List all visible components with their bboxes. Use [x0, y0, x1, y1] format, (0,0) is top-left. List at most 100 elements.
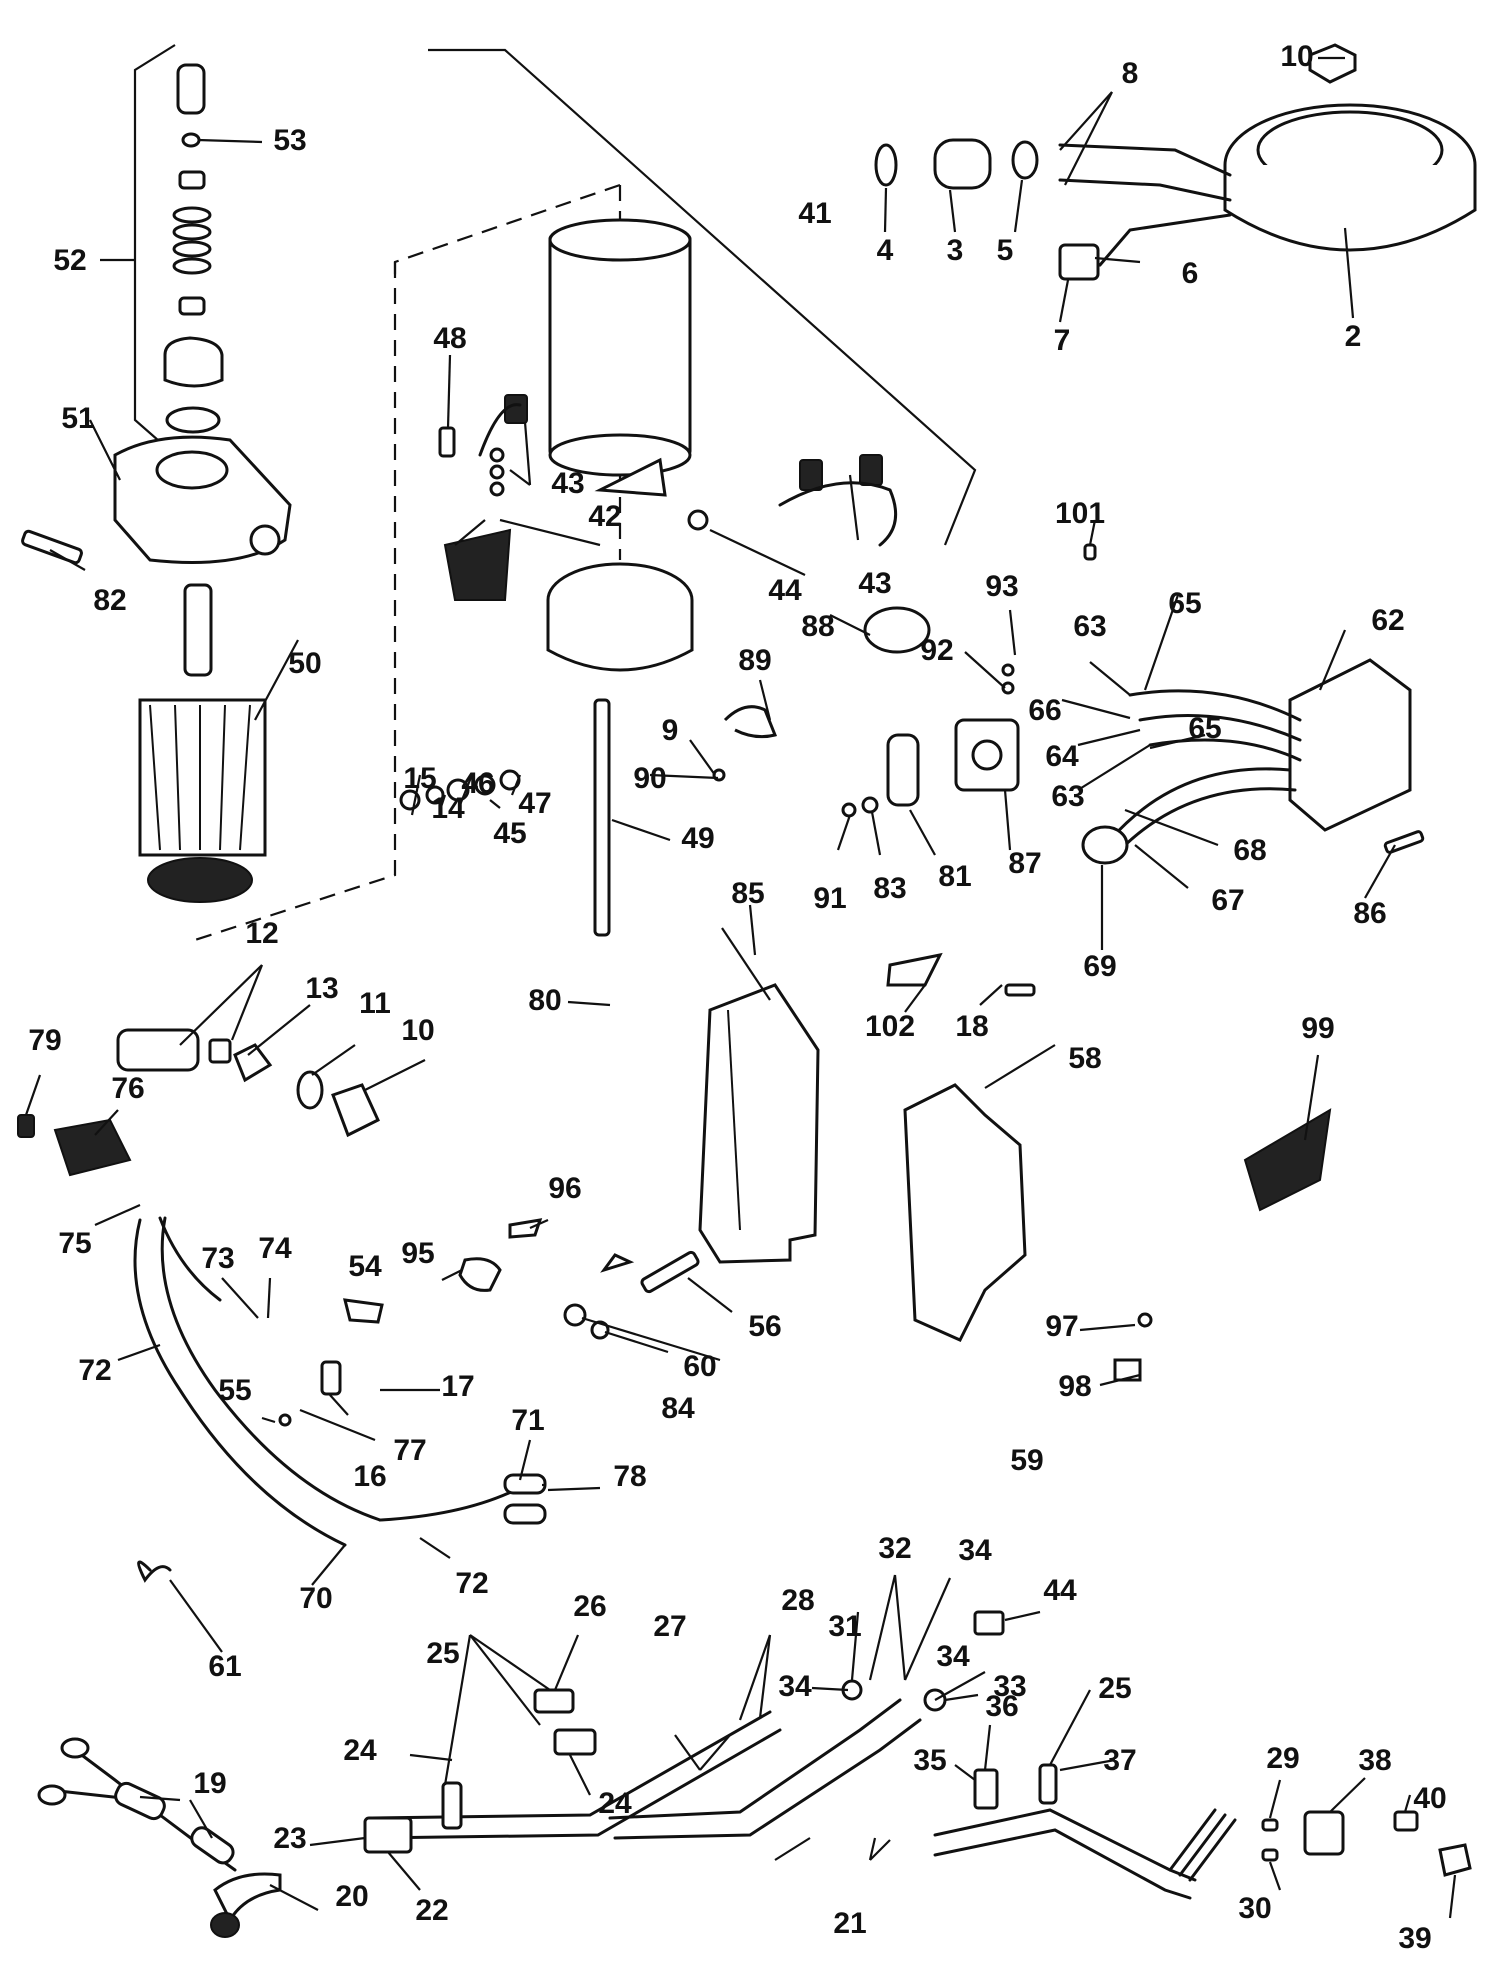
- callout-labels: 2 3 4 5 6 7 8 9 10 10 11 12 13 14 15 16 …: [28, 40, 1446, 1955]
- callout-6: 6: [1182, 257, 1199, 290]
- callout-4: 4: [877, 234, 894, 267]
- callout-42: 42: [588, 500, 621, 533]
- callout-14: 14: [431, 792, 465, 825]
- callout-34-left: 34: [778, 1670, 812, 1703]
- callout-44-top: 44: [768, 574, 802, 607]
- stator-group: [874, 43, 1477, 281]
- callout-50: 50: [288, 647, 321, 680]
- callout-98: 98: [1058, 1370, 1091, 1403]
- callout-72-right: 72: [455, 1567, 488, 1600]
- callout-47: 47: [518, 787, 551, 820]
- callout-24-left: 24: [343, 1734, 377, 1767]
- callout-72-left: 72: [78, 1354, 111, 1387]
- leader-lines: [24, 56, 1457, 1919]
- callout-64: 64: [1045, 740, 1079, 773]
- callout-63-top: 63: [1073, 610, 1106, 643]
- callout-76: 76: [111, 1072, 144, 1105]
- callout-92: 92: [920, 634, 953, 667]
- callout-18: 18: [955, 1010, 988, 1043]
- callout-53: 53: [273, 124, 306, 157]
- callout-68: 68: [1233, 834, 1266, 867]
- callout-65-right: 65: [1188, 712, 1221, 745]
- callout-67: 67: [1211, 884, 1244, 917]
- callout-24-right: 24: [598, 1787, 632, 1820]
- main-harness-group: [37, 1610, 1472, 1938]
- callout-77: 77: [393, 1434, 426, 1467]
- callout-58: 58: [1068, 1042, 1101, 1075]
- callout-95: 95: [401, 1237, 434, 1270]
- callout-63-bottom: 63: [1051, 780, 1084, 813]
- callout-27: 27: [653, 1610, 686, 1643]
- callout-81: 81: [938, 860, 971, 893]
- callout-23: 23: [273, 1822, 306, 1855]
- callout-82: 82: [93, 584, 126, 617]
- callout-96: 96: [548, 1172, 581, 1205]
- callout-45: 45: [493, 817, 526, 850]
- callout-40: 40: [1413, 1782, 1446, 1815]
- callout-10-nut: 10: [401, 1014, 434, 1047]
- callout-86: 86: [1353, 897, 1386, 930]
- callout-29: 29: [1266, 1742, 1299, 1775]
- callout-17: 17: [441, 1370, 474, 1403]
- callout-91: 91: [813, 882, 846, 915]
- callout-87: 87: [1008, 847, 1041, 880]
- callout-46: 46: [461, 767, 494, 800]
- callout-102: 102: [865, 1010, 915, 1043]
- callout-73: 73: [201, 1242, 234, 1275]
- callout-88: 88: [801, 610, 834, 643]
- callout-3: 3: [947, 234, 964, 267]
- callout-65-top: 65: [1168, 587, 1201, 620]
- callout-19: 19: [193, 1767, 226, 1800]
- callout-8: 8: [1122, 57, 1139, 90]
- callout-54: 54: [348, 1250, 382, 1283]
- callout-25-left: 25: [426, 1637, 459, 1670]
- callout-31: 31: [828, 1610, 861, 1643]
- callout-21: 21: [833, 1907, 866, 1940]
- starter-motor-group: [21, 63, 292, 903]
- callout-69: 69: [1083, 950, 1116, 983]
- callout-101: 101: [1055, 497, 1105, 530]
- callout-70: 70: [299, 1582, 332, 1615]
- callout-66: 66: [1028, 694, 1061, 727]
- callout-84: 84: [661, 1392, 695, 1425]
- key-switch-group: [17, 1028, 1153, 1583]
- callout-62: 62: [1371, 604, 1404, 637]
- callout-39: 39: [1398, 1922, 1431, 1955]
- callout-7: 7: [1054, 324, 1071, 357]
- callout-51: 51: [61, 402, 94, 435]
- callout-99: 99: [1301, 1012, 1334, 1045]
- callout-10-stator: 10: [1280, 40, 1313, 73]
- callout-25-right: 25: [1098, 1672, 1131, 1705]
- bracket-group: [698, 952, 1332, 1342]
- callout-44-bottom: 44: [1043, 1574, 1077, 1607]
- callout-36: 36: [985, 1690, 1018, 1723]
- callout-78: 78: [613, 1460, 646, 1493]
- callout-71: 71: [511, 1404, 544, 1437]
- callout-15: 15: [403, 762, 436, 795]
- callout-79: 79: [28, 1024, 61, 1057]
- callout-55: 55: [218, 1374, 251, 1407]
- callout-38: 38: [1358, 1744, 1391, 1777]
- callout-30: 30: [1238, 1892, 1271, 1925]
- callout-34-right: 34: [936, 1640, 970, 1673]
- callout-34-top: 34: [958, 1534, 992, 1567]
- callout-41: 41: [798, 197, 831, 230]
- callout-28: 28: [781, 1584, 814, 1617]
- callout-75: 75: [58, 1227, 91, 1260]
- callout-12: 12: [245, 917, 278, 950]
- callout-59: 59: [1010, 1444, 1043, 1477]
- callout-52: 52: [53, 244, 86, 277]
- callout-89: 89: [738, 644, 771, 677]
- callout-33: 33: [993, 1670, 1026, 1703]
- callout-5: 5: [997, 234, 1014, 267]
- callout-22: 22: [415, 1894, 448, 1927]
- callout-2: 2: [1345, 320, 1362, 353]
- callout-11: 11: [359, 987, 391, 1020]
- callout-48: 48: [433, 322, 466, 355]
- end-cap-group: [399, 218, 898, 937]
- callout-74: 74: [258, 1232, 292, 1265]
- callout-97: 97: [1045, 1310, 1078, 1343]
- callout-43-right: 43: [858, 567, 891, 600]
